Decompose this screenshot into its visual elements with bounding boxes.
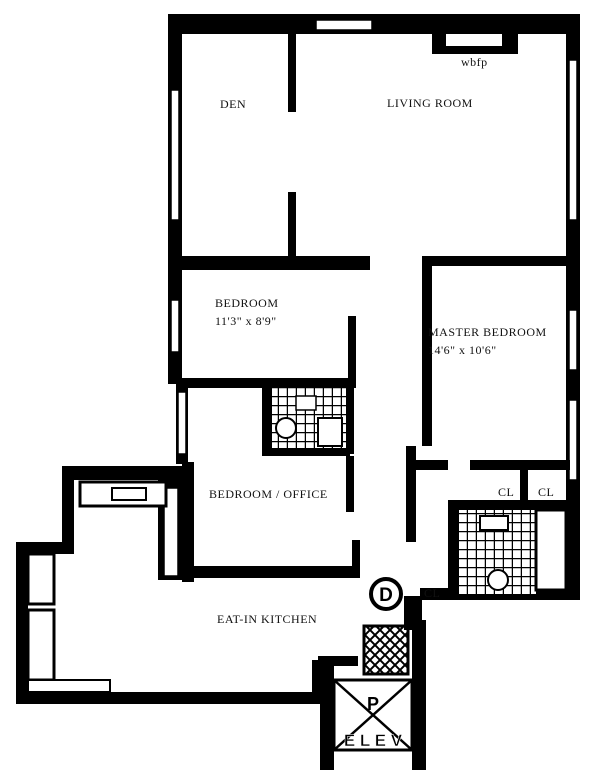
unit-marker: D <box>369 577 403 611</box>
interior-walls <box>26 34 572 693</box>
bathroom-master <box>458 508 568 594</box>
closet-left-label: CL <box>498 485 514 499</box>
hall-lattice <box>362 624 410 676</box>
den-label: DEN <box>220 97 246 111</box>
bathroom-small <box>272 388 346 448</box>
elevator-p-label: P <box>367 694 379 714</box>
unit-marker-label: D <box>379 585 393 606</box>
living-room-label: LIVING ROOM <box>387 96 473 110</box>
closet-right-label: CL <box>538 485 554 499</box>
fireplace-label: wbfp <box>461 55 488 69</box>
elevator-label: E L E V <box>344 731 403 750</box>
bedroom-label: BEDROOM <box>215 296 279 310</box>
closet-hall-label: CL <box>424 586 440 600</box>
master-bedroom-label: MASTER BEDROOM <box>428 325 547 339</box>
elevator <box>332 678 414 752</box>
bedroom-office-label: BEDROOM / OFFICE <box>209 487 328 501</box>
bedroom-dims: 11'3" x 8'9" <box>215 314 277 328</box>
windows <box>170 19 578 481</box>
fireplace <box>432 34 518 54</box>
master-bedroom-dims: 14'6" x 10'6" <box>428 343 497 357</box>
kitchen-label: EAT-IN KITCHEN <box>217 612 317 626</box>
